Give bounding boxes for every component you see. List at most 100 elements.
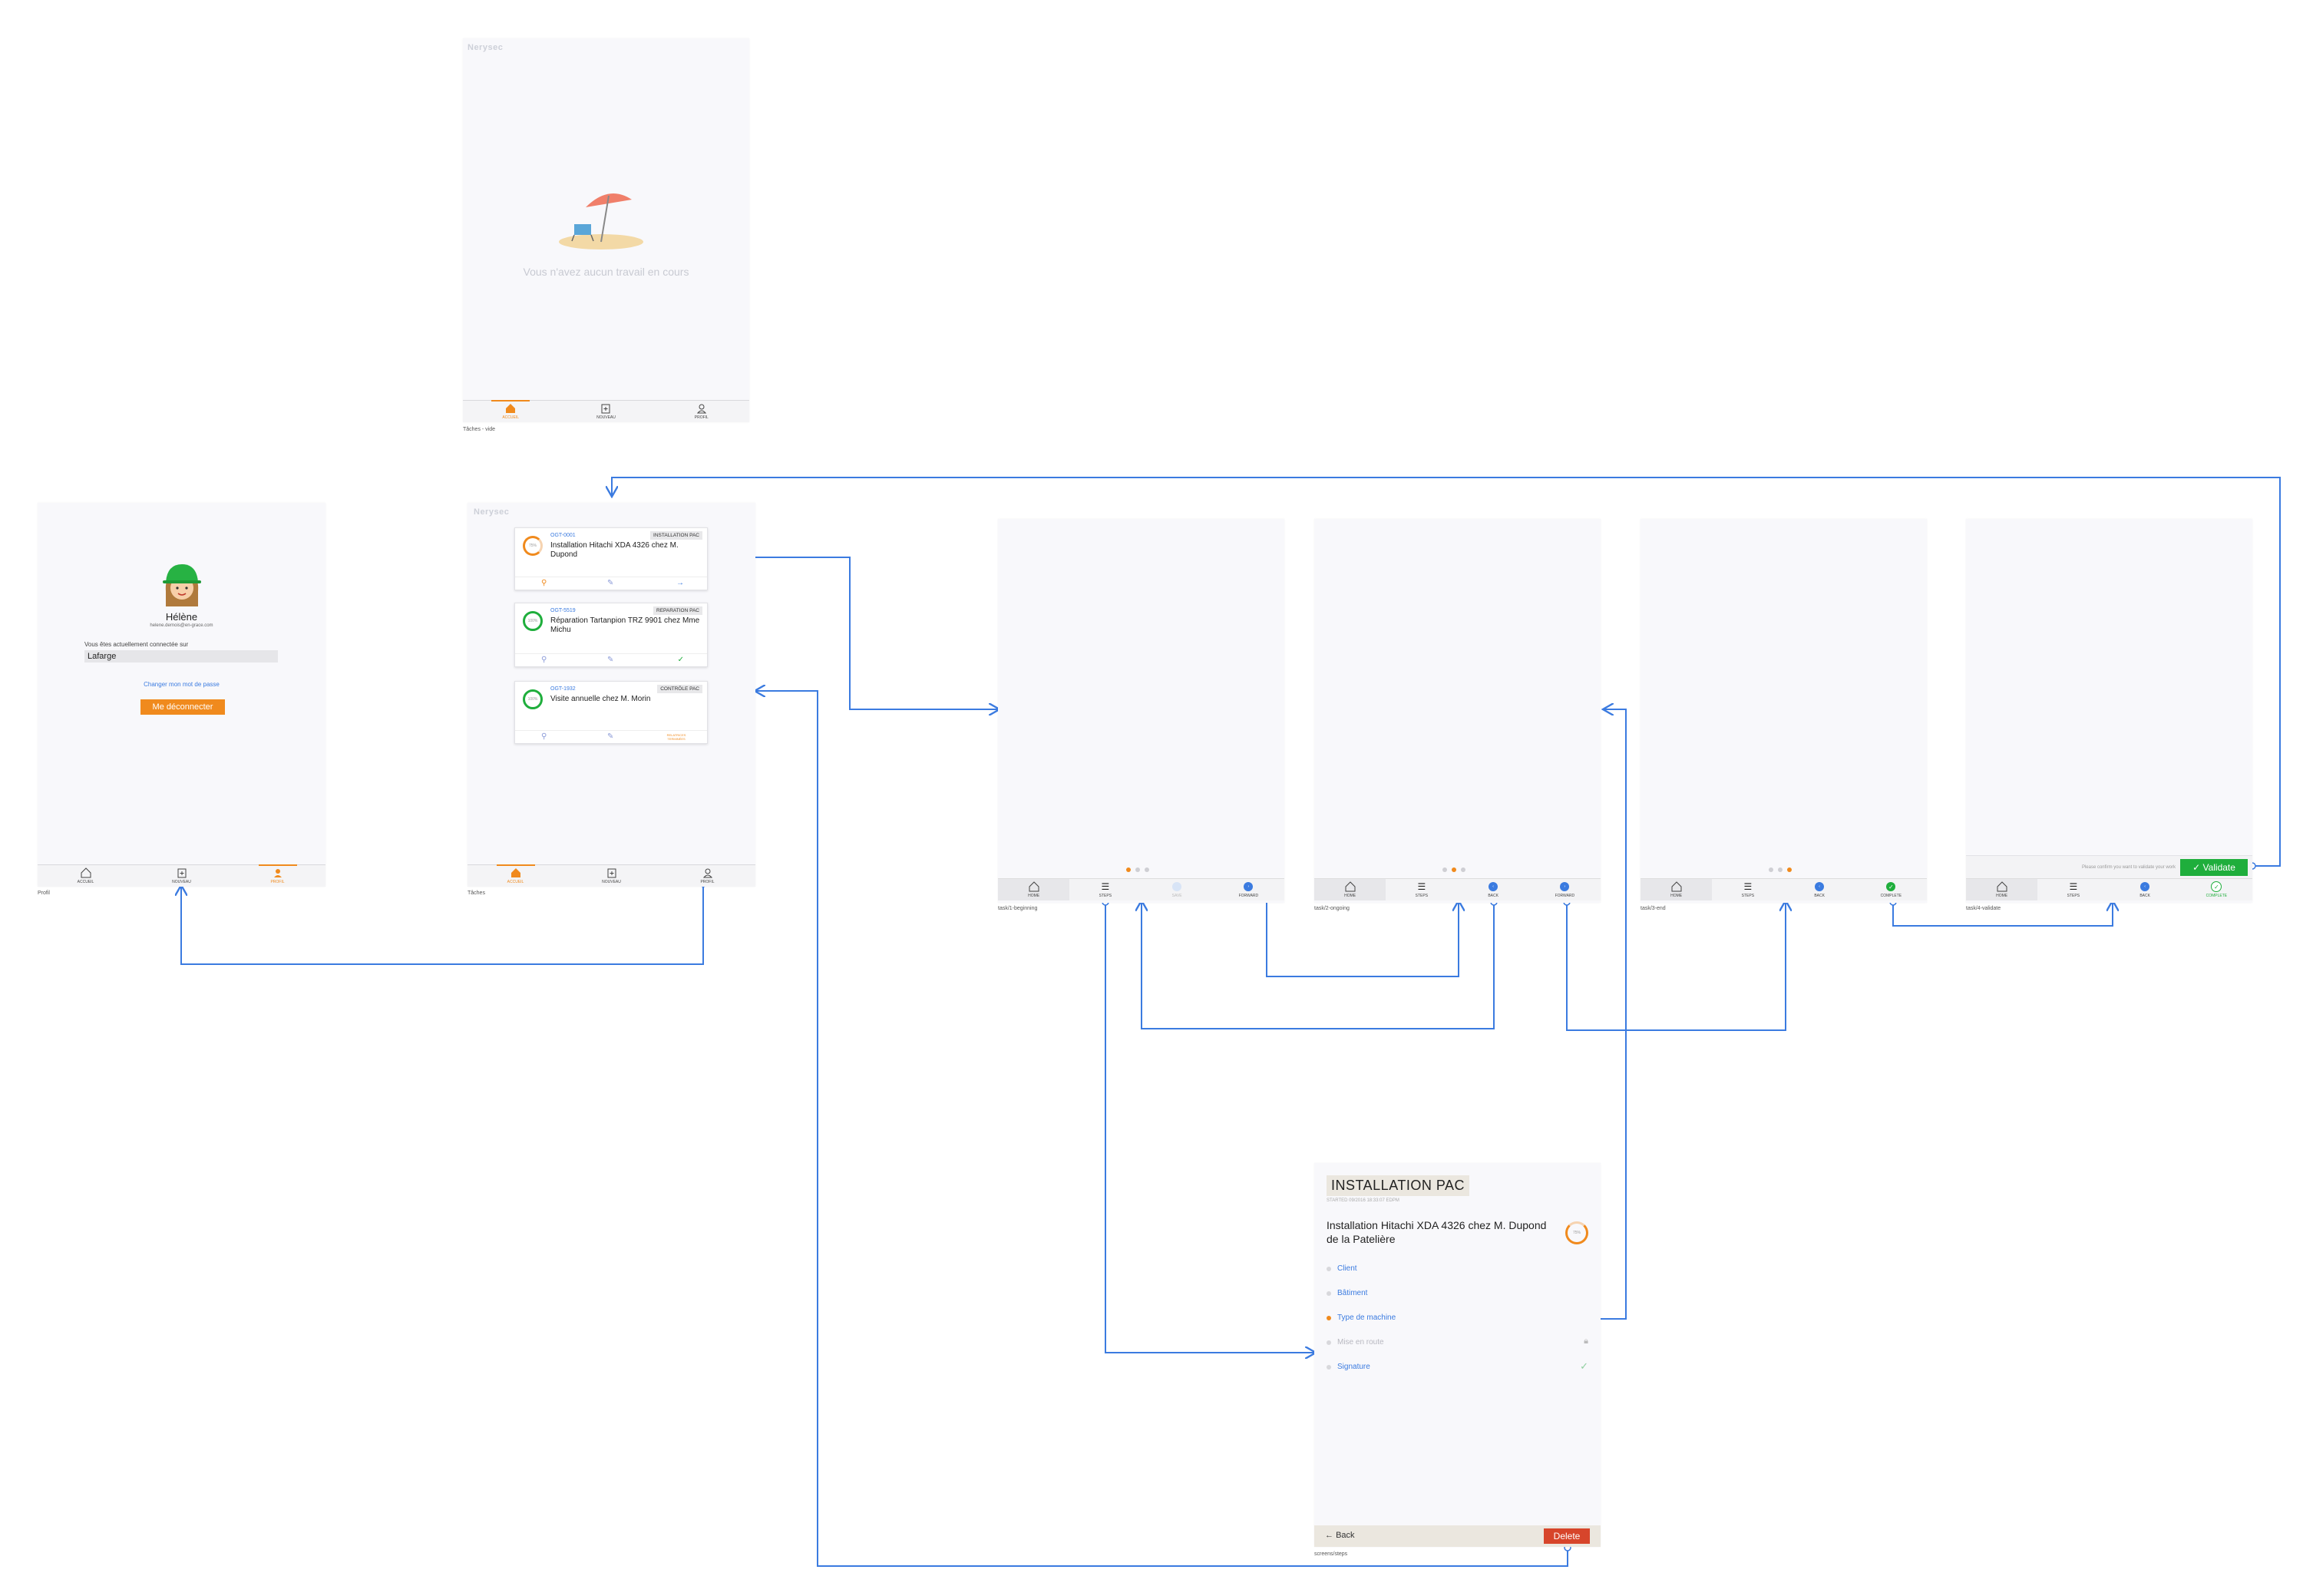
tab-back[interactable]: ‹BACK: [1458, 879, 1529, 900]
back-icon: ‹: [1814, 881, 1825, 892]
check-icon: ✓: [2192, 862, 2203, 873]
tab-accueil[interactable]: ACCUEIL: [468, 864, 563, 887]
tab-back[interactable]: ‹ BACK: [1784, 879, 1855, 900]
step-label: Bâtiment: [1337, 1289, 1368, 1297]
validate-button[interactable]: ✓ Validate: [2180, 859, 2248, 876]
task-code: OGT-0001: [550, 533, 576, 538]
tab-profil[interactable]: PROFIL: [654, 401, 749, 422]
task-card[interactable]: 100% OGT-1932 CONTRÔLE PAC Visite annuel…: [514, 681, 708, 744]
screen-task-validate: Please confirm you want to validate your…: [1966, 519, 2252, 903]
confirm-text: Please confirm you want to validate your…: [2081, 865, 2176, 870]
tab-label: NOUVEAU: [172, 880, 191, 884]
step-dot: [1327, 1340, 1331, 1345]
company-value: Lafarge: [88, 652, 117, 661]
task-tab-bar: HOME ☰STEPS ‹BACK ✓COMPLETE: [1966, 878, 2252, 900]
tab-label: PROFIL: [694, 415, 709, 420]
arrow-right-icon[interactable]: →: [676, 579, 684, 587]
tab-label: ACCUEIL: [507, 880, 524, 884]
tab-back[interactable]: ‹BACK: [2110, 879, 2181, 900]
validate-bar: Please confirm you want to validate your…: [1966, 855, 2252, 879]
tab-label: STEPS: [1099, 894, 1112, 898]
frame-caption: task/2-ongoing: [1314, 906, 1350, 911]
edit-icon[interactable]: ✎: [607, 732, 614, 741]
tab-profil[interactable]: PROFIL: [659, 865, 755, 887]
task-title: Visite annuelle chez M. Morin: [550, 695, 651, 703]
task-type-tag: INSTALLATION PAC: [1327, 1175, 1470, 1196]
pin-icon[interactable]: ⚲: [541, 656, 547, 664]
tab-save[interactable]: SAVE: [1142, 879, 1213, 900]
list-icon: ☰: [1101, 881, 1110, 892]
beach-umbrella-illustration: [559, 193, 643, 249]
step-pager: [1126, 867, 1149, 872]
tab-home[interactable]: HOME: [1641, 879, 1713, 900]
frame-caption: task/3-end: [1641, 906, 1666, 911]
task-type-tag: INSTALLATION PAC: [650, 531, 702, 540]
screen-task-end: HOME ☰STEPS ‹ BACK ✓COMPLETE: [1641, 519, 1927, 903]
delete-button[interactable]: Delete: [1544, 1528, 1590, 1544]
forward-icon: ›: [1243, 881, 1254, 892]
worker-avatar: [163, 564, 201, 606]
progress-ring: 100%: [523, 611, 543, 631]
screen-taches: Nerysec 75% OGT-0001 INSTALLATION PAC In…: [468, 503, 755, 887]
tab-steps[interactable]: ☰ STEPS: [1069, 879, 1141, 900]
frame-caption: task/1-beginning: [998, 906, 1038, 911]
pager-dot: [1778, 867, 1783, 872]
tab-forward[interactable]: ›FORWARD: [1529, 879, 1601, 900]
home-icon: [505, 403, 516, 414]
tab-steps[interactable]: ☰STEPS: [1386, 879, 1457, 900]
task-card[interactable]: 100% OGT-5519 REPARATION PAC Réparation …: [514, 603, 708, 667]
step-item-client[interactable]: Client: [1327, 1264, 1357, 1273]
company-field[interactable]: Lafarge: [84, 650, 278, 663]
card-actions: ⚲ ✎ RELATRICES TERMINÉES: [515, 730, 707, 743]
tab-forward[interactable]: ›FORWARD: [1213, 879, 1284, 900]
pin-icon[interactable]: ⚲: [541, 579, 547, 587]
list-icon: ☰: [1743, 881, 1753, 892]
tab-complete[interactable]: ✓COMPLETE: [2181, 879, 2252, 900]
user-icon: [702, 867, 713, 878]
tab-home[interactable]: HOME: [1966, 879, 2038, 900]
step-item-batiment[interactable]: Bâtiment: [1327, 1289, 1367, 1297]
tab-accueil[interactable]: ACCUEIL: [38, 865, 134, 887]
home-icon: [81, 867, 91, 878]
frame-caption: screens/steps: [1314, 1551, 1348, 1557]
check-icon[interactable]: ✓: [677, 656, 684, 664]
tab-label: BACK: [1814, 894, 1825, 898]
step-item-type-machine[interactable]: Type de machine: [1327, 1313, 1396, 1322]
step-pager: [1769, 867, 1792, 872]
tab-label: FORWARD: [1555, 894, 1575, 898]
tab-home[interactable]: HOME: [1314, 879, 1386, 900]
change-password-link[interactable]: Changer mon mot de passe: [144, 681, 220, 688]
pager-dot: [1135, 867, 1140, 872]
tab-complete[interactable]: ✓COMPLETE: [1855, 879, 1927, 900]
bottom-bar: ← Back Delete: [1314, 1525, 1601, 1547]
screen-taches-vide: Nerysec Vous n'avez aucun travail en cou…: [463, 38, 749, 422]
step-item-signature[interactable]: Signature: [1327, 1363, 1370, 1371]
step-dot: [1327, 1266, 1331, 1271]
tab-nouveau[interactable]: NOUVEAU: [134, 865, 230, 887]
logout-button[interactable]: Me déconnecter: [140, 699, 225, 715]
tab-label: COMPLETE: [2206, 894, 2228, 898]
task-tab-bar: HOME ☰STEPS ‹BACK ›FORWARD: [1314, 878, 1601, 900]
screen-task-beginning: HOME ☰ STEPS SAVE ›FORWARD: [998, 519, 1284, 903]
tab-steps[interactable]: ☰STEPS: [2037, 879, 2109, 900]
clipboard-plus-icon: [606, 867, 617, 878]
frame-caption: Tâches: [468, 891, 485, 896]
arrow-left-icon: ←: [1325, 1531, 1333, 1540]
tab-nouveau[interactable]: NOUVEAU: [558, 401, 653, 422]
step-dot: [1327, 1364, 1331, 1370]
back-button[interactable]: ← Back: [1325, 1531, 1355, 1540]
lock-icon: 🔒︎: [1584, 1337, 1588, 1346]
tab-accueil[interactable]: ACCUEIL: [463, 400, 558, 422]
edit-icon[interactable]: ✎: [607, 579, 614, 587]
brand-logo: Nerysec: [474, 507, 510, 517]
check-circle-icon: ✓: [1885, 881, 1896, 892]
edit-icon[interactable]: ✎: [607, 656, 614, 664]
task-card[interactable]: 75% OGT-0001 INSTALLATION PAC Installati…: [514, 527, 708, 590]
tab-nouveau[interactable]: NOUVEAU: [563, 865, 659, 887]
tab-steps[interactable]: ☰STEPS: [1712, 879, 1783, 900]
tab-profil[interactable]: PROFIL: [230, 864, 325, 887]
brand-logo: Nerysec: [468, 43, 504, 52]
pin-icon[interactable]: ⚲: [541, 732, 547, 741]
tab-home[interactable]: HOME: [998, 879, 1070, 900]
task-type-tag: CONTRÔLE PAC: [657, 685, 702, 693]
